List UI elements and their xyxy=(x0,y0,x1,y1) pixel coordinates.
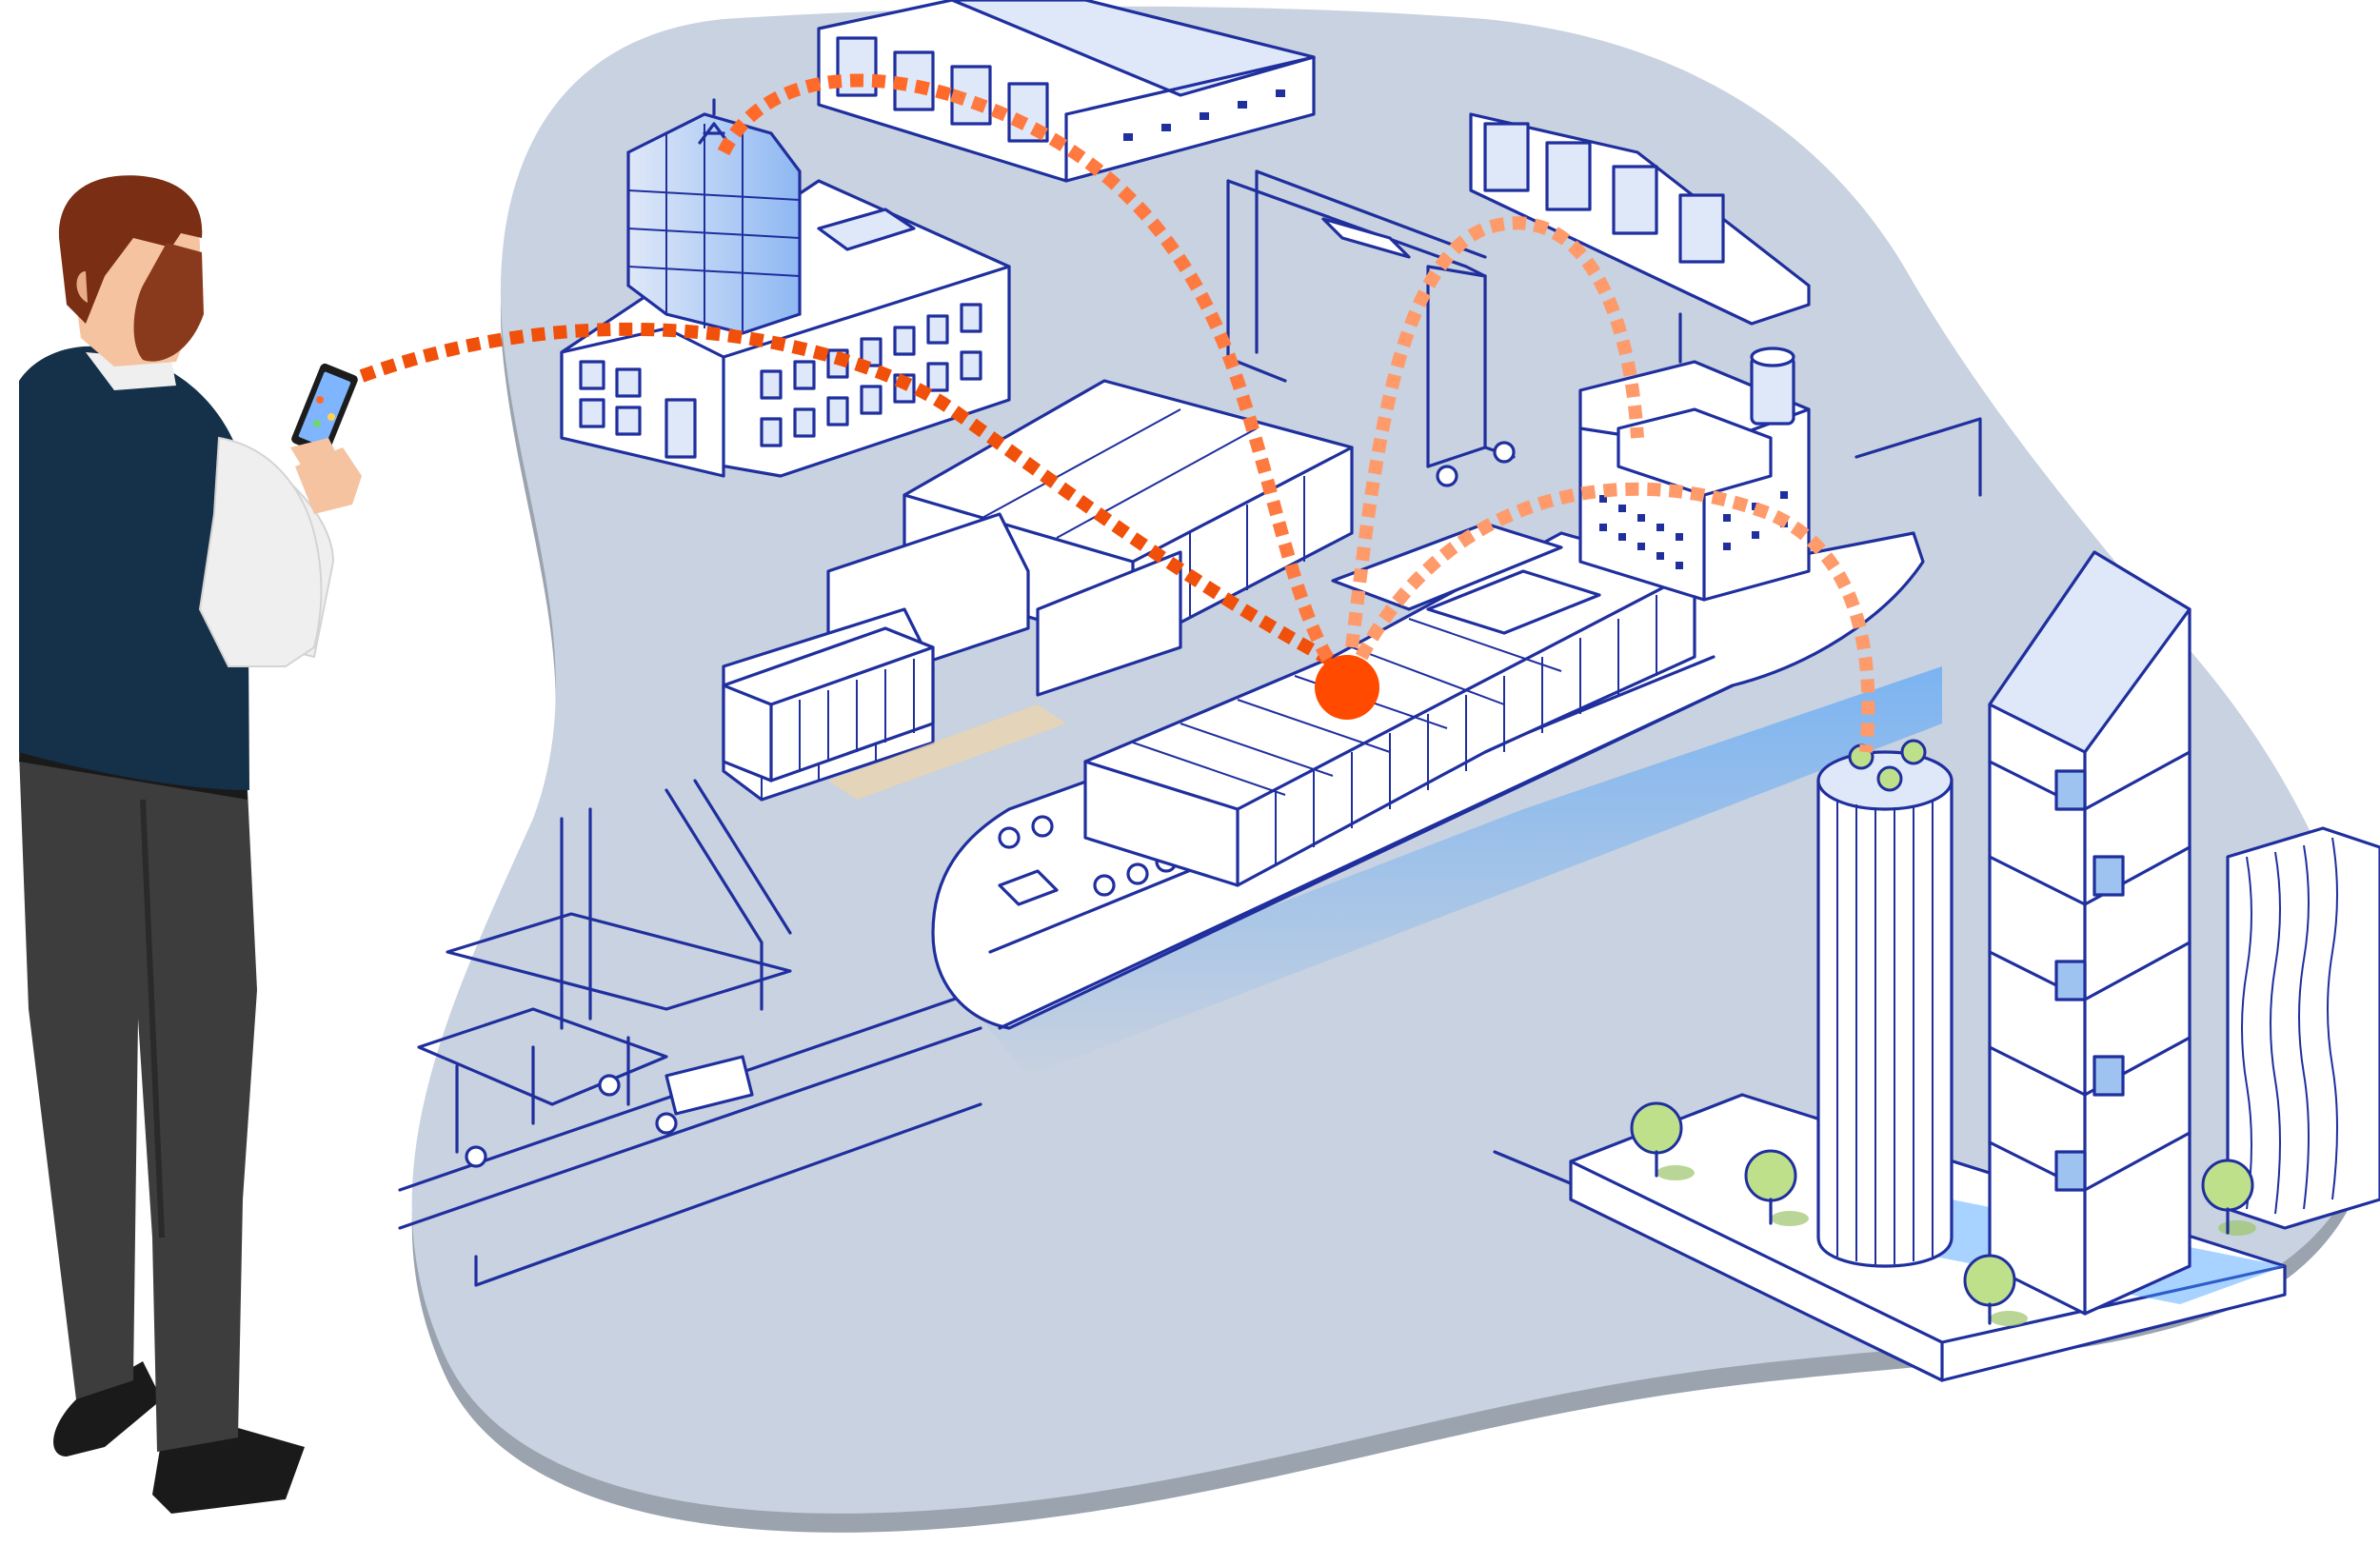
container-stack-front xyxy=(722,626,935,783)
warehouse-windows xyxy=(1123,89,1285,141)
thumb xyxy=(290,438,338,471)
link-office-to-warehouse xyxy=(717,73,955,156)
ear xyxy=(76,271,88,303)
vest xyxy=(19,346,249,790)
round-tower xyxy=(1816,739,1954,1268)
front-arm xyxy=(198,436,323,667)
smartphone-icon xyxy=(291,363,358,456)
tracker-dot-icon xyxy=(1315,655,1379,720)
trees xyxy=(1630,1101,2256,1326)
link-ship-to-crane xyxy=(1345,216,1644,648)
man-with-phone xyxy=(19,175,362,1514)
sts-crane xyxy=(417,779,792,1168)
warehouse-top xyxy=(817,0,1316,183)
warehouse-right xyxy=(1469,112,1811,326)
warehouse-right-doors xyxy=(1483,122,1725,264)
antenna-icon xyxy=(698,98,730,145)
beard xyxy=(133,243,204,362)
office-windows xyxy=(579,303,982,459)
link-ship-to-tower xyxy=(1355,482,1875,753)
gantry-crane-top xyxy=(1226,169,1516,487)
left-shoe xyxy=(53,1361,162,1457)
trousers xyxy=(19,752,257,1452)
ship-containers xyxy=(1083,522,1696,887)
ship-bridge xyxy=(1578,312,1811,602)
container-ship xyxy=(931,312,1942,1076)
wavy-building xyxy=(2226,826,2380,1230)
stacked-tower xyxy=(1988,550,2192,1316)
ship-wake xyxy=(981,666,1942,1076)
data-links xyxy=(359,73,1875,753)
office-building xyxy=(560,98,1011,478)
link-warehouse-to-ship xyxy=(949,89,1339,670)
city-block xyxy=(1569,550,2380,1382)
link-phone-to-ship xyxy=(359,322,1346,673)
hair xyxy=(58,175,203,324)
right-shoe xyxy=(152,1428,305,1514)
